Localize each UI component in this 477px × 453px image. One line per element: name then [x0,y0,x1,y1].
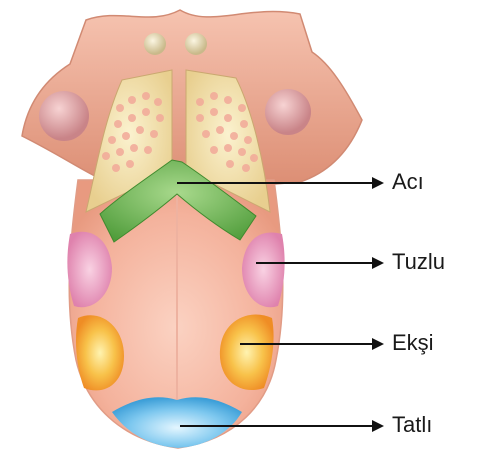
left-side-bulge [39,91,89,141]
right-side-bulge [265,89,311,135]
label-bitter: Acı [392,171,424,193]
label-sour: Ekşi [392,332,434,354]
label-salty: Tuzlu [392,251,445,273]
label-sweet: Tatlı [392,414,432,436]
top-nodule-right [185,33,207,55]
top-nodule-left [144,33,166,55]
sweet-zone [112,397,242,448]
